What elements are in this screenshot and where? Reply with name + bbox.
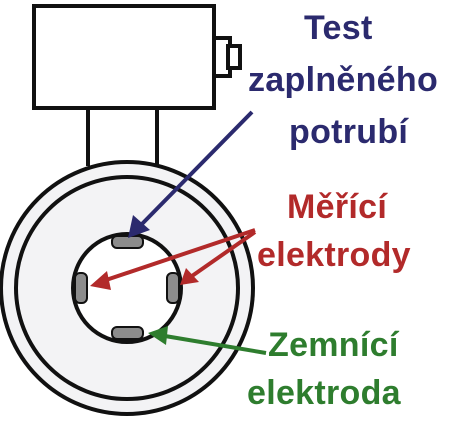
flange-inner-ring xyxy=(14,175,240,401)
label-test-line2: zaplněného xyxy=(248,61,439,99)
electrode-right xyxy=(166,272,180,304)
label-test-line1: Test xyxy=(304,9,373,47)
arrow-ground xyxy=(148,326,267,355)
arrow-measure-right xyxy=(180,230,257,285)
label-measure-line2: elektrody xyxy=(257,236,411,274)
electrode-bottom xyxy=(111,326,144,340)
pipe-bore xyxy=(71,232,183,344)
electrode-top xyxy=(111,235,144,249)
transmitter-connector-tip xyxy=(226,44,242,70)
label-measure-line1: Měřící xyxy=(287,188,388,226)
arrow-test xyxy=(128,110,254,238)
label-ground-line2: elektroda xyxy=(247,374,401,412)
transmitter-head xyxy=(32,4,216,110)
label-ground-line1: Zemnící xyxy=(268,326,399,364)
label-test-line3: potrubí xyxy=(289,113,409,151)
arrow-measure-left xyxy=(90,228,256,290)
electrode-left xyxy=(74,272,88,304)
